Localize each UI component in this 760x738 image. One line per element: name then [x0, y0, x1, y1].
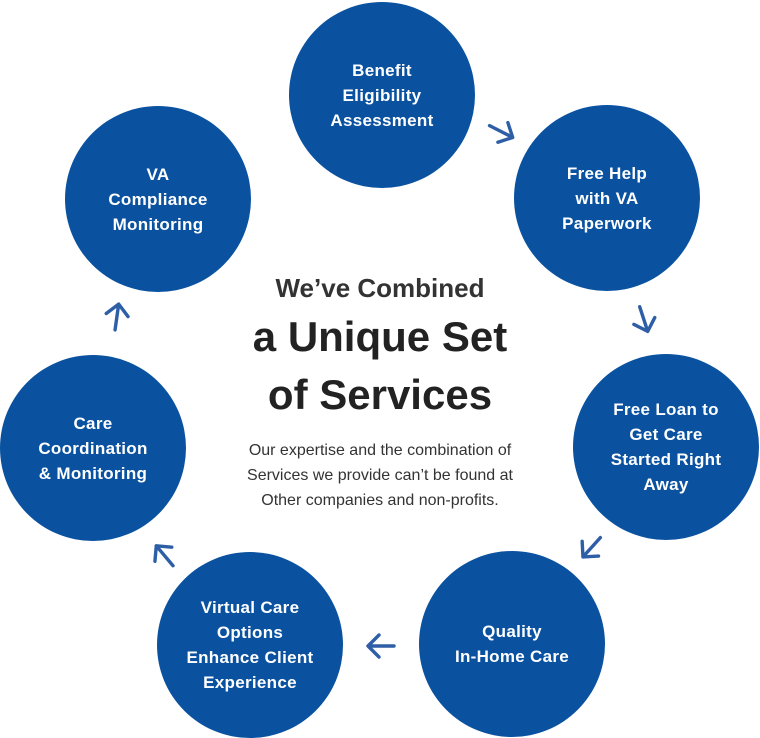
- service-label: Free Loan to Get Care Started Right Away: [610, 400, 722, 494]
- service-circle-virtual-care: Virtual Care Options Enhance Client Expe…: [157, 552, 343, 738]
- service-circle-va-compliance: VA Compliance Monitoring: [65, 106, 251, 292]
- description-text: Our expertise and the combination of Ser…: [247, 442, 513, 509]
- chevron-arrow-icon: [573, 530, 609, 566]
- chevron-arrow-icon: [99, 298, 135, 334]
- service-circle-free-help-paperwork: Free Help with VA Paperwork: [514, 105, 700, 291]
- center-heading-block: We’ve Combined a Unique Set of Services …: [180, 268, 580, 513]
- service-label: Quality In-Home Care: [454, 622, 570, 666]
- chevron-arrow-icon: [484, 114, 520, 150]
- service-label: Benefit Eligibility Assessment: [330, 60, 434, 130]
- service-circle-quality-in-home-care: Quality In-Home Care: [419, 551, 605, 737]
- service-label: Virtual Care Options Enhance Client Expe…: [186, 598, 314, 692]
- service-label: Care Coordination & Monitoring: [38, 413, 148, 483]
- heading-small: We’ve Combined: [275, 273, 485, 303]
- chevron-arrow-icon: [362, 628, 398, 664]
- heading-large: a Unique Set of Services: [252, 313, 508, 418]
- service-label: Free Help with VA Paperwork: [562, 163, 652, 233]
- service-label: VA Compliance Monitoring: [108, 164, 208, 234]
- service-circle-free-loan: Free Loan to Get Care Started Right Away: [573, 354, 759, 540]
- service-circle-benefit-eligibility: Benefit Eligibility Assessment: [289, 2, 475, 188]
- service-circle-care-coordination: Care Coordination & Monitoring: [0, 355, 186, 541]
- chevron-arrow-icon: [626, 302, 662, 338]
- chevron-arrow-icon: [146, 537, 182, 573]
